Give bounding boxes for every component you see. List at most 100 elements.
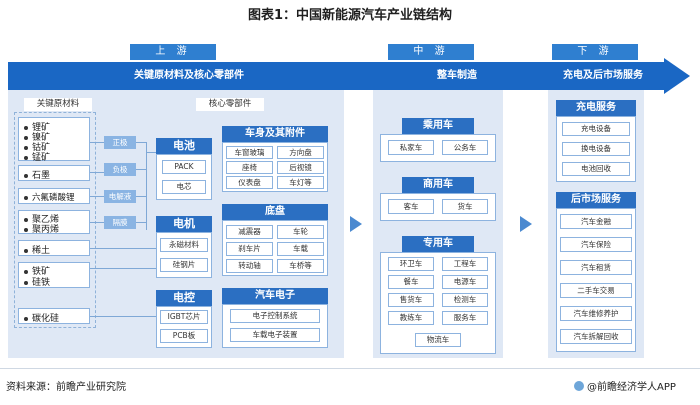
control-header: 电控 xyxy=(156,290,212,306)
brand-credit: @前瞻经济学人APP xyxy=(574,378,676,393)
aftermarket-item: 二手车交易 xyxy=(560,283,632,298)
commercial-header: 商用车 xyxy=(402,177,474,193)
special-item: 教练车 xyxy=(388,311,434,325)
process-electrolyte: 电解液 xyxy=(104,190,136,203)
body-item: 车灯等 xyxy=(277,176,324,189)
raw-group-4 xyxy=(18,210,90,234)
special-item: 电源车 xyxy=(442,275,488,289)
connector xyxy=(90,248,156,249)
aftermarket-item: 汽车金融 xyxy=(560,214,632,229)
connector xyxy=(90,316,156,317)
special-header: 专用车 xyxy=(402,236,474,252)
connector xyxy=(146,142,147,230)
stage-tab-upstream: 上 游 xyxy=(130,44,216,60)
body-item: 后视镜 xyxy=(277,161,324,174)
raw-materials-label: 关键原材料 xyxy=(24,98,92,111)
raw-group-2 xyxy=(18,165,90,181)
raw-item: 六氟磷酸锂 xyxy=(24,191,75,203)
chassis-item: 车桥等 xyxy=(277,259,324,273)
arrow-up-to-mid-icon xyxy=(350,216,362,232)
motor-item: 硅钢片 xyxy=(160,258,208,272)
special-item: 服务车 xyxy=(442,311,488,325)
charging-item: 换电设备 xyxy=(562,142,630,156)
charging-item: 电池回收 xyxy=(562,162,630,176)
electronics-item: 电子控制系统 xyxy=(230,309,320,323)
raw-item: 钴矿 xyxy=(24,140,50,153)
raw-item: 硅铁 xyxy=(24,275,50,288)
raw-item: 石墨 xyxy=(24,168,50,181)
chassis-item: 减震器 xyxy=(226,225,273,239)
raw-item: 镍矿 xyxy=(24,130,50,143)
special-item: 物流车 xyxy=(415,333,461,347)
core-parts-label: 核心零部件 xyxy=(196,98,264,111)
raw-item: 稀土 xyxy=(24,243,50,256)
raw-materials-box xyxy=(14,112,96,328)
body-item: 座椅 xyxy=(226,161,273,174)
commercial-item: 货车 xyxy=(442,199,488,214)
special-item: 工程车 xyxy=(442,257,488,271)
band-label-upstream: 关键原材料及核心零部件 xyxy=(134,70,244,81)
raw-group-3 xyxy=(18,188,90,204)
battery-item: 电芯 xyxy=(162,180,206,194)
connector xyxy=(90,196,104,197)
charging-header: 充电服务 xyxy=(556,100,636,116)
passenger-item: 公务车 xyxy=(442,140,488,155)
commercial-item: 客车 xyxy=(388,199,434,214)
body-header: 车身及其附件 xyxy=(222,126,328,142)
body-item: 仪表盘 xyxy=(226,176,273,189)
passenger-header: 乘用车 xyxy=(402,118,474,134)
raw-group-6 xyxy=(18,262,90,288)
aftermarket-item: 汽车租赁 xyxy=(560,260,632,275)
chassis-item: 刹车片 xyxy=(226,242,273,256)
motor-item: 永磁材料 xyxy=(160,238,208,252)
raw-group-5 xyxy=(18,240,90,256)
body-item: 方向盘 xyxy=(277,146,324,159)
source-note: 资料来源：前瞻产业研究院 xyxy=(6,382,126,393)
raw-item: 聚乙烯 xyxy=(24,212,59,225)
band-label-downstream: 充电及后市场服务 xyxy=(563,70,643,81)
special-item: 检测车 xyxy=(442,293,488,307)
band-label-midstream: 整车制造 xyxy=(437,70,477,81)
body-item: 车窗玻璃 xyxy=(226,146,273,159)
aftermarket-item: 汽车拆解回收 xyxy=(560,329,632,344)
aftermarket-item: 汽车维修养护 xyxy=(560,306,632,321)
footer-divider xyxy=(0,368,700,369)
chassis-header: 底盘 xyxy=(222,204,328,220)
special-item: 售货车 xyxy=(388,293,434,307)
raw-item: 锂矿 xyxy=(24,120,50,133)
control-item: IGBT芯片 xyxy=(160,310,208,324)
chassis-item: 转动轴 xyxy=(226,259,273,273)
special-item: 餐车 xyxy=(388,275,434,289)
connector xyxy=(136,222,146,223)
connector xyxy=(90,268,156,269)
stage-tab-downstream: 下 游 xyxy=(552,44,638,60)
stage-tab-midstream: 中 游 xyxy=(388,44,474,60)
chassis-item: 车轮 xyxy=(277,225,324,239)
battery-item: PACK xyxy=(162,160,206,174)
arrow-mid-to-down-icon xyxy=(520,216,532,232)
connector xyxy=(136,169,146,170)
control-item: PCB板 xyxy=(160,329,208,343)
raw-group-1 xyxy=(18,117,90,161)
connector xyxy=(136,142,146,143)
aftermarket-header: 后市场服务 xyxy=(556,192,636,208)
raw-item: 聚丙烯 xyxy=(24,222,59,235)
chassis-item: 车载 xyxy=(277,242,324,256)
connector xyxy=(136,196,146,197)
motor-header: 电机 xyxy=(156,216,212,232)
connector xyxy=(90,142,104,143)
charging-item: 充电设备 xyxy=(562,122,630,136)
battery-header: 电池 xyxy=(156,138,212,154)
raw-item: 锰矿 xyxy=(24,150,50,163)
electronics-header: 汽车电子 xyxy=(222,288,328,304)
flow-arrow-head xyxy=(664,58,690,94)
figure-title: 图表1：中国新能源汽车产业链结构 xyxy=(247,8,453,23)
aftermarket-item: 汽车保险 xyxy=(560,237,632,252)
flow-arrow-band xyxy=(8,62,668,90)
connector xyxy=(90,222,104,223)
aftermarket-box xyxy=(556,208,636,352)
process-separator: 隔膜 xyxy=(104,216,136,229)
raw-group-7 xyxy=(18,308,90,324)
special-item: 环卫车 xyxy=(388,257,434,271)
raw-item: 碳化硅 xyxy=(24,311,59,324)
